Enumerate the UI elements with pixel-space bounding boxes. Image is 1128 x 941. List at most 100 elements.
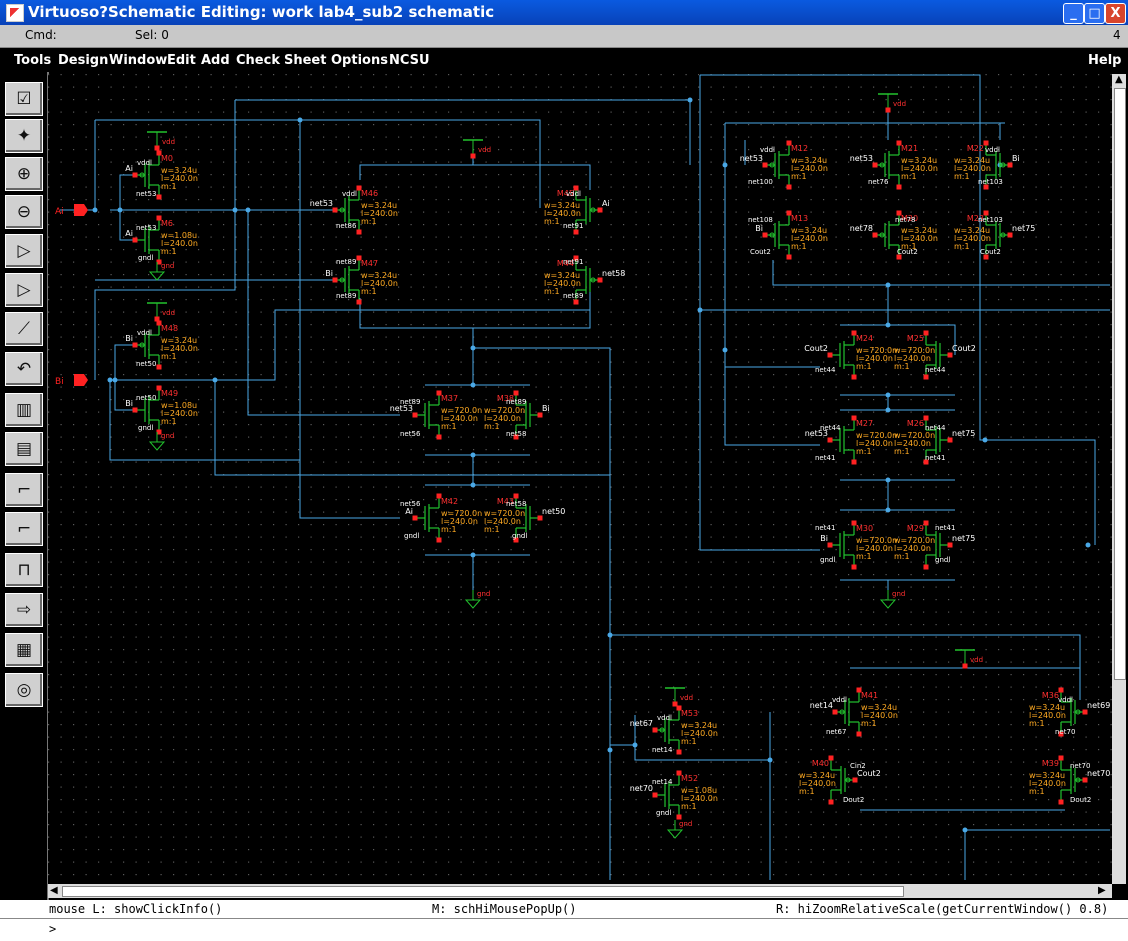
pin-dot xyxy=(156,259,162,265)
command-prompt[interactable]: > xyxy=(0,918,1128,941)
wire-junction xyxy=(697,307,703,313)
menu-design[interactable]: Design xyxy=(58,53,109,68)
transistor-m53 xyxy=(655,708,680,752)
pin-dot xyxy=(852,777,858,783)
menu-tools[interactable]: Tools xyxy=(14,53,52,68)
transistor-m46 xyxy=(335,188,360,232)
gate-net-label: net78 xyxy=(850,224,873,233)
pin-dot xyxy=(1058,687,1064,693)
device-name: M48 xyxy=(161,324,178,333)
scroll-right-icon[interactable]: ▶ xyxy=(1098,885,1106,896)
device-length: l=240.0n xyxy=(901,164,938,173)
menu-add[interactable]: Add xyxy=(201,53,230,68)
copy-icon[interactable]: ▷ xyxy=(5,273,43,307)
device-name: M13 xyxy=(791,214,808,223)
schematic-drawing[interactable]: AiBivddM0w=3.24ul=240.0nm:1AiM6w=1.08ul=… xyxy=(48,74,1112,884)
property-icon[interactable]: ▥ xyxy=(5,393,43,427)
gate-net-label: Bi xyxy=(1012,154,1020,163)
pin-dot xyxy=(573,299,579,305)
pin-dot xyxy=(537,412,543,418)
menu-options[interactable]: Options xyxy=(331,53,388,68)
status-mouse-left: mouse L: showClickInfo() xyxy=(49,902,223,916)
menu-help[interactable]: Help xyxy=(1088,53,1122,68)
device-multiplier: m:1 xyxy=(894,447,910,456)
supply-label: vdd xyxy=(680,694,693,702)
gnd-symbol xyxy=(879,599,897,609)
net-label: gndl xyxy=(820,556,835,564)
wire-junction xyxy=(112,377,118,383)
wire-layer xyxy=(60,74,1110,880)
maximize-button[interactable]: □ xyxy=(1084,3,1105,24)
pin-dot xyxy=(851,415,857,421)
scroll-left-icon[interactable]: ◀ xyxy=(50,885,58,896)
device-length: l=240.0n xyxy=(954,164,991,173)
pin-dot xyxy=(983,254,989,260)
save-icon[interactable]: ✦ xyxy=(5,119,43,153)
device-multiplier: m:1 xyxy=(856,552,872,561)
gate-net-label: net53 xyxy=(310,199,333,208)
descend-icon[interactable]: ▦ xyxy=(5,633,43,667)
menu-sheet[interactable]: Sheet xyxy=(284,53,327,68)
vertical-scrollbar[interactable]: ▲ xyxy=(1112,74,1126,884)
pin-dot xyxy=(573,255,579,261)
zoom-in-icon[interactable]: ⊕ xyxy=(5,157,43,191)
gate-net-label: net53 xyxy=(850,154,873,163)
menu-check[interactable]: Check xyxy=(236,53,280,68)
pin-dot xyxy=(513,390,519,396)
device-width: w=3.24u xyxy=(161,166,197,175)
device-length: l=240.0n xyxy=(441,517,478,526)
device-width: w=1.08u xyxy=(161,231,197,240)
scroll-up-icon[interactable]: ▲ xyxy=(1115,74,1123,85)
title-bar: Virtuoso?Schematic Editing: work lab4_su… xyxy=(0,0,1128,25)
input-pin-label: Bi xyxy=(55,377,64,387)
net-label: net78 xyxy=(895,216,915,224)
wire-icon[interactable]: ⌐ xyxy=(5,473,43,507)
label-icon[interactable]: ⇨ xyxy=(5,593,43,627)
device-length: l=240.0n xyxy=(484,517,521,526)
pin-dot xyxy=(827,437,833,443)
vertical-scroll-thumb[interactable] xyxy=(1114,88,1126,680)
horizontal-scroll-thumb[interactable] xyxy=(62,886,904,897)
undo-icon[interactable]: ↶ xyxy=(5,352,43,386)
pin-dot xyxy=(652,727,658,733)
pin-icon[interactable]: ⊓ xyxy=(5,553,43,587)
menu-window[interactable]: Window xyxy=(109,53,168,68)
label-layer: AiBivddM0w=3.24ul=240.0nm:1AiM6w=1.08ul=… xyxy=(55,100,1110,828)
wire-name-icon[interactable]: ⌐ xyxy=(5,512,43,546)
gate-net-label: net58 xyxy=(602,269,625,278)
stretch-icon[interactable]: ▷ xyxy=(5,234,43,268)
net-label: gndl xyxy=(935,556,950,564)
gate-net-label: Cout2 xyxy=(804,344,828,353)
net-label: Cin2 xyxy=(850,762,866,770)
minimize-button[interactable]: _ xyxy=(1063,3,1084,24)
close-button[interactable]: X xyxy=(1105,3,1126,24)
snap-grid xyxy=(48,74,1112,884)
device-name: M20 xyxy=(901,214,918,223)
device-multiplier: m:1 xyxy=(894,552,910,561)
return-icon[interactable]: ◎ xyxy=(5,673,43,707)
device-width: w=3.24u xyxy=(901,226,937,235)
delete-icon[interactable]: ⟋ xyxy=(5,312,43,346)
check-save-icon[interactable]: ☑ xyxy=(5,82,43,116)
pin-dot xyxy=(896,140,902,146)
device-name: M6 xyxy=(161,219,173,228)
wire-junction xyxy=(982,437,988,443)
gate-net-label: net69 xyxy=(1087,701,1110,710)
zoom-out-icon[interactable]: ⊖ xyxy=(5,195,43,229)
pin-dot xyxy=(923,330,929,336)
menu-edit[interactable]: Edit xyxy=(167,53,196,68)
instance-icon[interactable]: ▤ xyxy=(5,432,43,466)
device-name: M12 xyxy=(791,144,808,153)
wire-junction xyxy=(92,207,98,213)
pin-dot xyxy=(851,520,857,526)
pin-dot xyxy=(156,385,162,391)
net-label: net70 xyxy=(1055,728,1075,736)
pin-dot xyxy=(597,277,603,283)
pin-dot xyxy=(872,162,878,168)
device-width: w=3.24u xyxy=(1029,703,1065,712)
device-name: M43 xyxy=(497,497,514,506)
device-multiplier: m:1 xyxy=(161,352,177,361)
menu-ncsu[interactable]: NCSU xyxy=(389,53,430,68)
horizontal-scrollbar[interactable]: ◀ ▶ xyxy=(48,884,1112,898)
